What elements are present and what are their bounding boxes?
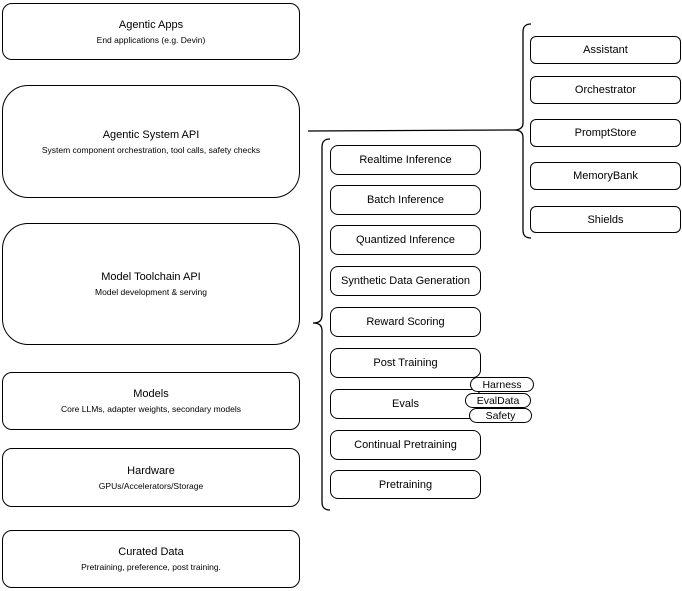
service-reward-scoring: Reward Scoring <box>330 307 481 337</box>
service-quantized-inference: Quantized Inference <box>330 225 481 255</box>
node-subtitle: GPUs/Accelerators/Storage <box>98 480 204 491</box>
service-continual-pretraining: Continual Pretraining <box>330 430 481 460</box>
node-models: Models Core LLMs, adapter weights, secon… <box>2 372 300 430</box>
service-pretraining: Pretraining <box>330 470 481 499</box>
node-subtitle: End applications (e.g. Devin) <box>96 34 206 45</box>
component-promptstore: PromptStore <box>530 119 681 147</box>
node-subtitle: System component orchestration, tool cal… <box>41 144 261 155</box>
service-realtime-inference: Realtime Inference <box>330 145 481 175</box>
node-title: Agentic Apps <box>118 18 184 31</box>
node-title: Agentic System API <box>102 128 200 141</box>
component-memorybank: MemoryBank <box>530 162 681 190</box>
node-curated-data: Curated Data Pretraining, preference, po… <box>2 530 300 588</box>
component-assistant: Assistant <box>530 36 681 64</box>
node-title: Hardware <box>127 464 175 477</box>
node-agentic-apps: Agentic Apps End applications (e.g. Devi… <box>2 3 300 60</box>
node-subtitle: Pretraining, preference, post training. <box>81 562 221 572</box>
node-subtitle: Core LLMs, adapter weights, secondary mo… <box>60 404 241 414</box>
service-synthetic-data-generation: Synthetic Data Generation <box>330 266 481 296</box>
service-batch-inference: Batch Inference <box>330 185 481 215</box>
tag-harness: Harness <box>470 377 534 392</box>
node-title: Models <box>133 388 169 400</box>
service-post-training: Post Training <box>330 348 481 378</box>
system-api-to-components-line <box>307 129 515 132</box>
tag-safety: Safety <box>469 408 532 423</box>
component-orchestrator: Orchestrator <box>530 76 681 104</box>
toolchain-group-brace <box>312 138 331 511</box>
node-title: Curated Data <box>118 546 184 558</box>
node-title: Model Toolchain API <box>101 271 201 283</box>
component-shields: Shields <box>530 206 681 233</box>
service-evals: Evals <box>330 389 481 419</box>
components-group-brace <box>513 23 532 239</box>
node-hardware: Hardware GPUs/Accelerators/Storage <box>2 448 300 507</box>
node-subtitle: Model development & serving <box>95 287 207 297</box>
node-model-toolchain-api: Model Toolchain API Model development & … <box>2 223 300 345</box>
tag-evaldata: EvalData <box>465 393 531 408</box>
node-agentic-system-api: Agentic System API System component orch… <box>2 85 300 198</box>
